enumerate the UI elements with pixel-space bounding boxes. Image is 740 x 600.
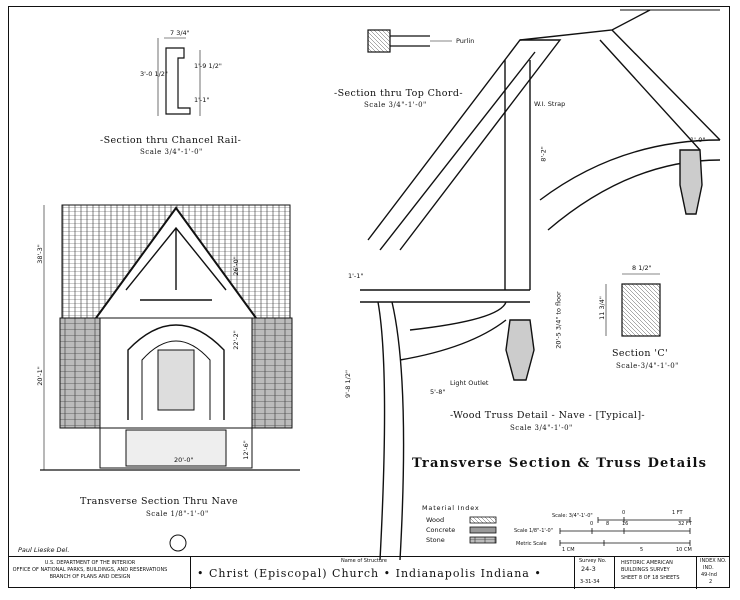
drawing-sheet	[8, 6, 730, 588]
truss-dim-6: 1'-0"	[690, 136, 706, 144]
index-line-3: 2	[709, 579, 713, 585]
strap-label: W.I. Strap	[534, 100, 566, 108]
nave-section-drawing	[40, 204, 300, 471]
material-stone: Stone	[426, 536, 445, 544]
title-block: U.S. DEPARTMENT OF THE INTERIOR OFFICE O…	[8, 556, 730, 589]
scale-mid-tick-1: 8	[606, 521, 610, 527]
truss-detail-drawing	[360, 9, 721, 561]
seal-icon	[169, 534, 187, 552]
sheet-title: Transverse Section & Truss Details	[412, 456, 708, 471]
scale-top-tick-0: 0	[622, 510, 626, 516]
nave-section-scale: Scale 1/8"-1'-0"	[146, 510, 209, 518]
survey-cell: Survey No. 24-3 3-31-34	[574, 557, 614, 589]
section-c-dim-h: 11 3/4"	[597, 296, 606, 320]
index-cell: INDEX NO. IND. 49-Ind 2	[696, 557, 730, 589]
purlin-label: Purlin	[456, 37, 475, 45]
material-swatches	[469, 516, 497, 544]
top-chord-scale: Scale 3/4"-1'-0"	[364, 101, 427, 109]
chancel-rail-title: -Section thru Chancel Rail-	[100, 135, 242, 146]
nave-section-title: Transverse Section Thru Nave	[80, 496, 239, 507]
chancel-dim-height: 3'-0 1/2"	[140, 70, 168, 78]
nave-dim-5: 20'-0"	[174, 456, 194, 464]
truss-detail-scale: Scale 3/4"-1'-0"	[510, 424, 573, 432]
chancel-rail-drawing	[157, 37, 201, 116]
metric-tick-1: 5	[640, 547, 644, 553]
truss-detail-title: -Wood Truss Detail - Nave - [Typical]-	[450, 410, 646, 421]
scale-mid-tick-0: 0	[590, 521, 594, 527]
structure-name: • Christ (Episcopal) Church • Indianapol…	[197, 567, 542, 580]
metric-scale-label: Metric Scale	[516, 541, 547, 547]
survey-date: 3-31-34	[580, 579, 600, 585]
index-label: INDEX NO.	[700, 558, 727, 564]
habs-line-1: HISTORIC AMERICAN	[621, 560, 673, 566]
scale-mid-tick-2: 16	[622, 521, 629, 527]
material-index-title: Material Index	[422, 504, 480, 512]
structure-cell: Name of Structure • Christ (Episcopal) C…	[190, 557, 574, 589]
habs-cell: HISTORIC AMERICAN BUILDINGS SURVEY SHEET…	[614, 557, 696, 589]
chancel-dim-2: 1'-9 1/2"	[194, 62, 222, 70]
index-line-2: 49-Ind	[701, 572, 717, 578]
chancel-dim-3: 1'-1"	[194, 96, 210, 104]
section-c-drawing	[605, 273, 661, 337]
material-wood: Wood	[426, 516, 445, 524]
index-line-1: IND.	[703, 565, 714, 571]
scale-top-tick-1: 1 FT	[672, 510, 683, 516]
agency-line-2: OFFICE OF NATIONAL PARKS, BUILDINGS, AND…	[12, 567, 168, 573]
top-chord-title: -Section thru Top Chord-	[334, 88, 463, 99]
truss-dim-1: 8'-2"	[539, 146, 548, 162]
chancel-dim-top: 7 3/4"	[170, 29, 190, 37]
structure-label: Name of Structure	[341, 558, 388, 564]
truss-dim-4: 5'-8"	[430, 388, 446, 396]
top-chord-drawing	[367, 29, 452, 53]
metric-tick-2: 10 CM	[676, 547, 692, 553]
section-c-dim-w: 8 1/2"	[632, 264, 652, 272]
habs-line-3: SHEET 8 OF 18 SHEETS	[621, 575, 680, 581]
nave-dim-1: 38'-3"	[35, 244, 44, 264]
habs-line-2: BUILDINGS SURVEY	[621, 567, 670, 573]
survey-number: 24-3	[581, 565, 596, 573]
agency-line-1: U.S. DEPARTMENT OF THE INTERIOR	[44, 560, 136, 566]
scale-top-label: Scale: 3/4"-1'-0"	[552, 513, 593, 519]
section-c-title: Section 'C'	[612, 348, 669, 359]
delineator: Paul Lieske Del.	[18, 546, 70, 554]
nave-dim-2: 20'-1"	[35, 366, 44, 386]
agency-cell: U.S. DEPARTMENT OF THE INTERIOR OFFICE O…	[8, 557, 172, 589]
truss-dim-3: 9'-8 1/2"	[343, 370, 352, 398]
survey-label: Survey No.	[579, 558, 607, 564]
graphic-scales	[559, 517, 691, 546]
nave-dim-4: 22'-2"	[231, 330, 240, 350]
nave-dim-6: 12'-6"	[241, 440, 250, 460]
nave-dim-3: 26'-0"	[231, 256, 240, 276]
truss-dim-5: 1'-1"	[348, 272, 364, 280]
scale-mid-label: Scale 1/8"-1'-0"	[514, 528, 554, 534]
agency-line-3: BRANCH OF PLANS AND DESIGN	[49, 574, 131, 580]
chancel-rail-scale: Scale 3/4"-1'-0"	[140, 148, 203, 156]
light-outlet-label: Light Outlet	[450, 379, 489, 387]
section-c-scale: Scale-3/4"-1'-0"	[616, 362, 679, 370]
scale-mid-tick-3: 32 FT	[678, 521, 692, 527]
material-concrete: Concrete	[426, 526, 456, 534]
metric-tick-0: 1 CM	[562, 547, 575, 553]
truss-dim-2: 20'-5 3/4" to floor	[554, 291, 563, 349]
